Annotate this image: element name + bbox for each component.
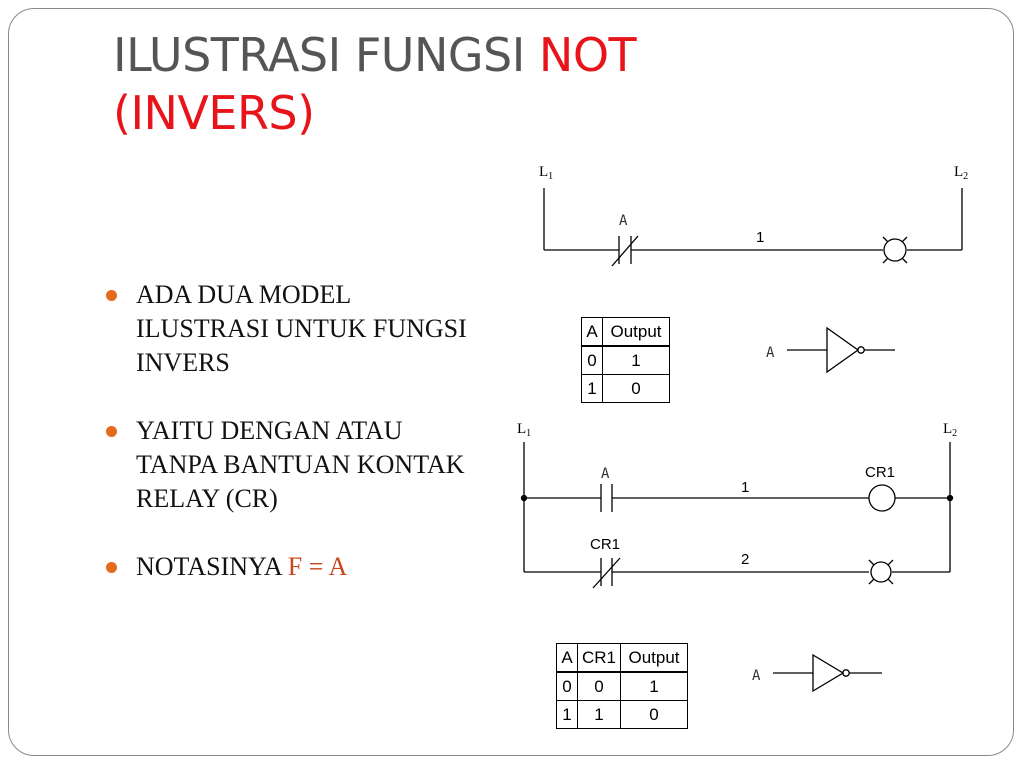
- truth-table-1: A Output 0 1 1 0: [581, 317, 670, 403]
- title-part-2: NOT: [538, 28, 637, 82]
- lamp-ray: [887, 559, 894, 566]
- title-part-3: (INVERS): [113, 86, 315, 140]
- table-cell: 0: [602, 374, 670, 403]
- truth-table-2: A CR1 Output 0 0 1 1 1 0: [556, 643, 689, 729]
- table-header-row: A CR1 Output: [556, 643, 689, 673]
- rail-label-l1: L1: [539, 164, 553, 182]
- table-cell: 0: [581, 345, 603, 375]
- table-header-row: A Output: [581, 317, 670, 347]
- gate-input-label: A: [766, 345, 775, 361]
- bullet-item: YAITU DENGAN ATAU TANPA BANTUAN KONTAK R…: [104, 414, 484, 516]
- bullet-item: ADA DUA MODEL ILUSTRASI UNTUK FUNGSI INV…: [104, 278, 484, 380]
- table-row: 0 0 1: [556, 671, 689, 701]
- bullet-dot-icon: [106, 426, 117, 437]
- not-gate-icon: [826, 326, 860, 374]
- bullet-item: NOTASINYA F = A: [104, 550, 484, 584]
- rung-number-2: 2: [741, 551, 749, 568]
- table-header-cell: Output: [620, 643, 689, 673]
- not-gate-1: A: [766, 326, 895, 374]
- nc-contact-slash: [611, 235, 639, 267]
- relay-coil-icon: [868, 484, 896, 512]
- lamp-ray: [882, 236, 889, 243]
- lamp-ray: [868, 578, 875, 585]
- bullet-text: NOTASINYA: [136, 552, 288, 581]
- contact-label-a: A: [601, 466, 610, 482]
- bullet-text: YAITU DENGAN ATAU TANPA BANTUAN KONTAK R…: [136, 416, 465, 513]
- nc-contact-slash: [592, 557, 621, 589]
- table-row: 1 1 0: [556, 700, 689, 729]
- not-gate-icon: [812, 653, 845, 693]
- lamp-ray: [887, 578, 894, 585]
- ladder-diagram-2: L1 L2 A CR1 1 CR1 2: [517, 421, 957, 589]
- bullet-dot-icon: [106, 562, 117, 573]
- not-gate-2: A: [752, 653, 882, 693]
- bullet-text: ADA DUA MODEL ILUSTRASI UNTUK FUNGSI INV…: [136, 280, 467, 377]
- rail-label-l2: L2: [943, 421, 957, 439]
- table-header-cell: CR1: [576, 643, 622, 673]
- slide-title: ILUSTRASI FUNGSI NOT (INVERS): [113, 26, 813, 142]
- lamp-ray: [868, 559, 875, 566]
- lamp-ray: [882, 257, 889, 264]
- table-cell: 0: [620, 700, 689, 729]
- rail-label-l1: L1: [517, 421, 531, 439]
- slide-frame: [8, 8, 1014, 756]
- bullet-list: ADA DUA MODEL ILUSTRASI UNTUK FUNGSI INV…: [104, 278, 484, 618]
- table-cell: 0: [556, 671, 578, 701]
- contact-label-a: A: [619, 213, 628, 229]
- table-cell: 1: [576, 700, 622, 729]
- table-header-cell: Output: [602, 317, 670, 347]
- table-row: 0 1: [581, 345, 670, 375]
- table-cell: 0: [576, 671, 622, 701]
- table-row: 1 0: [581, 374, 670, 403]
- table-header-cell: A: [556, 643, 578, 673]
- table-cell: 1: [556, 700, 578, 729]
- table-cell: 1: [620, 671, 689, 701]
- lamp-icon: [870, 561, 892, 583]
- lamp-ray: [901, 236, 908, 243]
- lamp-icon: [883, 238, 907, 262]
- lamp-ray: [901, 257, 908, 264]
- rail-label-l2: L2: [954, 164, 968, 182]
- gate-input-label: A: [752, 668, 761, 684]
- contact-label-cr1: CR1: [590, 536, 620, 553]
- notation-formula: F = A: [287, 552, 348, 581]
- bullet-dot-icon: [106, 290, 117, 301]
- rung-number-1: 1: [756, 229, 764, 246]
- table-header-cell: A: [581, 317, 603, 347]
- ladder-diagram-1: L1 L2 A 1: [539, 164, 968, 267]
- rung-number-1: 1: [741, 479, 749, 496]
- table-cell: 1: [602, 345, 670, 375]
- coil-label-cr1: CR1: [865, 464, 895, 481]
- title-part-1: ILUSTRASI FUNGSI: [113, 28, 539, 82]
- table-cell: 1: [581, 374, 603, 403]
